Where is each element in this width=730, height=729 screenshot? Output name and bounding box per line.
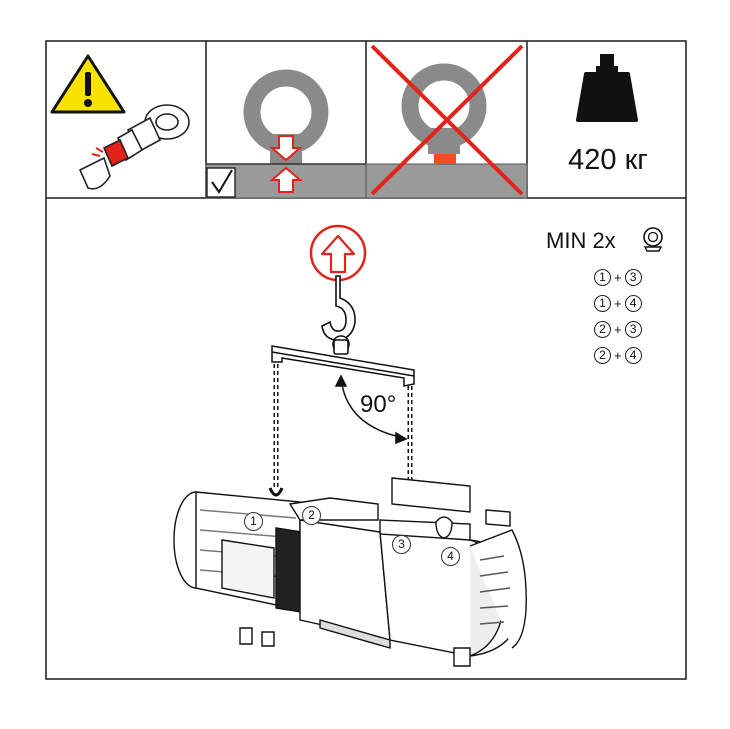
combo-point-a: 2 bbox=[594, 321, 611, 338]
warning-triangle-icon bbox=[50, 54, 126, 114]
lift-up-arrow-icon bbox=[309, 224, 367, 282]
lifting-point-4: 4 bbox=[441, 547, 460, 566]
eyebolt-gap-crossed-icon bbox=[365, 44, 528, 199]
combination-row-4: 2 + 4 bbox=[594, 347, 642, 364]
combo-point-b: 3 bbox=[624, 269, 642, 286]
combo-point-a: 1 bbox=[594, 295, 611, 312]
min-eyebolts-text: MIN 2x bbox=[546, 228, 616, 253]
combo-plus: + bbox=[614, 322, 622, 337]
lifting-point-1: 1 bbox=[244, 512, 263, 531]
spreader-beam bbox=[271, 345, 415, 387]
damaged-eyebolt-icon bbox=[78, 104, 190, 190]
combo-plus: + bbox=[614, 270, 622, 285]
combo-point-a: 2 bbox=[594, 347, 611, 364]
min-eyebolts-label: MIN 2x bbox=[546, 228, 616, 254]
combination-row-1: 1 + 3 bbox=[594, 269, 642, 286]
angle-label: 90° bbox=[360, 391, 397, 418]
combo-point-b: 4 bbox=[624, 295, 642, 312]
vacuum-pump-drawing bbox=[173, 477, 527, 667]
combo-point-a: 1 bbox=[594, 269, 611, 286]
combination-row-3: 2 + 3 bbox=[594, 321, 642, 338]
lifting-point-2: 2 bbox=[302, 506, 321, 525]
angle-arc bbox=[334, 374, 408, 445]
combination-row-2: 1 + 4 bbox=[594, 295, 642, 312]
weight-label: 420 кг bbox=[568, 144, 648, 176]
lifting-point-3: 3 bbox=[392, 535, 411, 554]
combo-point-b: 3 bbox=[624, 321, 642, 338]
crane-hook bbox=[321, 275, 356, 355]
checkmark-icon bbox=[206, 167, 236, 198]
weight-icon bbox=[576, 54, 638, 122]
combo-point-b: 4 bbox=[624, 347, 642, 364]
combo-plus: + bbox=[614, 296, 622, 311]
eyebolt-small-icon bbox=[643, 227, 663, 252]
combo-plus: + bbox=[614, 348, 622, 363]
